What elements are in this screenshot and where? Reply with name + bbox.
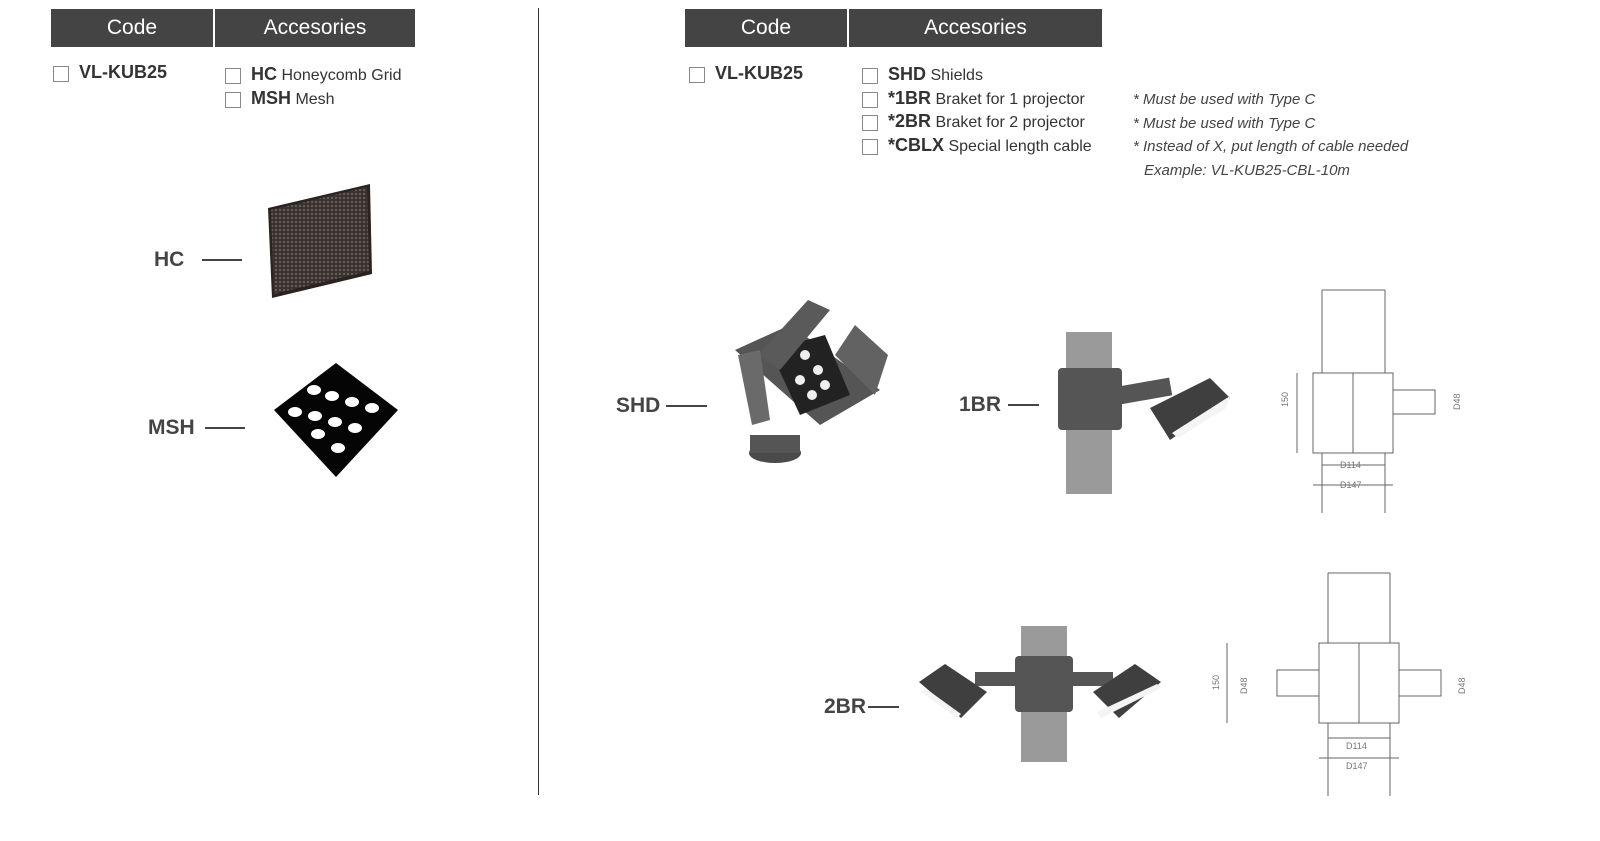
dim-d48: D48 — [1452, 393, 1462, 410]
label-1br: 1BR — [959, 393, 1040, 417]
accessory-desc: Special length cable — [948, 138, 1092, 155]
bracket-1-image — [1058, 332, 1230, 494]
checkbox[interactable] — [53, 65, 69, 82]
label-hc: HC — [154, 248, 243, 272]
accessory-msh[interactable]: MSH Mesh — [225, 86, 335, 112]
accessory-code: *2BR — [888, 111, 932, 131]
dim-d48-right: D48 — [1457, 677, 1467, 694]
checkbox[interactable] — [862, 114, 878, 131]
accessory-hc[interactable]: HC Honeycomb Grid — [225, 62, 402, 88]
shields-image — [735, 300, 888, 463]
accessory-2br[interactable]: *2BR Braket for 2 projector — [862, 109, 1085, 135]
checkbox[interactable] — [225, 67, 241, 84]
checkbox[interactable] — [689, 66, 705, 83]
accessory-code: *CBLX — [888, 135, 945, 155]
accessory-desc: Honeycomb Grid — [281, 67, 402, 84]
accessory-code: *1BR — [888, 88, 932, 108]
checkbox[interactable] — [862, 91, 878, 108]
header-code: Code — [51, 9, 213, 47]
dim-d114: D114 — [1340, 460, 1361, 470]
accessory-desc: Mesh — [295, 91, 335, 108]
header-code: Code — [685, 9, 847, 47]
code-text: VL-KUB25 — [79, 62, 168, 82]
note-2br: * Must be used with Type C — [1133, 115, 1316, 132]
dim-d114: D114 — [1346, 741, 1367, 751]
accessory-cblx[interactable]: *CBLX Special length cable — [862, 133, 1092, 159]
accessory-code: MSH — [251, 88, 291, 108]
accessory-code: SHD — [888, 64, 927, 84]
accessory-desc: Braket for 2 projector — [935, 114, 1085, 131]
dim-height: 150 — [1211, 675, 1221, 690]
dim-d48-left: D48 — [1239, 677, 1249, 694]
accessory-desc: Braket for 1 projector — [935, 91, 1085, 108]
dim-d147: D147 — [1346, 761, 1368, 771]
accessory-shd[interactable]: SHD Shields — [862, 62, 983, 88]
dim-d147: D147 — [1340, 480, 1362, 490]
label-shd: SHD — [616, 394, 708, 418]
code-option[interactable]: VL-KUB25 — [689, 61, 803, 87]
bracket-2-diagram: 150 D48 D48 D114 D147 — [1211, 572, 1467, 796]
checkbox[interactable] — [862, 138, 878, 155]
accessory-code: HC — [251, 64, 277, 84]
code-text: VL-KUB25 — [715, 63, 804, 83]
accessory-1br[interactable]: *1BR Braket for 1 projector — [862, 86, 1085, 112]
label-2br: 2BR — [824, 695, 900, 719]
checkbox[interactable] — [225, 91, 241, 108]
honeycomb-grid-image — [268, 184, 372, 298]
note-example: Example: VL-KUB25-CBL-10m — [1144, 162, 1350, 179]
dim-height: 150 — [1280, 392, 1290, 407]
checkbox[interactable] — [862, 67, 878, 84]
header-accessories: Accesories — [849, 9, 1102, 47]
bracket-1-diagram: 150 D48 D114 D147 — [1280, 289, 1462, 513]
bracket-2-image — [919, 626, 1161, 762]
header-accessories: Accesories — [215, 9, 415, 47]
accessory-desc: Shields — [930, 67, 983, 84]
code-option[interactable]: VL-KUB25 — [53, 60, 167, 86]
mesh-image — [274, 363, 398, 477]
note-cblx: * Instead of X, put length of cable need… — [1133, 138, 1409, 155]
column-divider — [538, 8, 539, 795]
label-msh: MSH — [148, 416, 245, 440]
note-1br: * Must be used with Type C — [1133, 91, 1316, 108]
